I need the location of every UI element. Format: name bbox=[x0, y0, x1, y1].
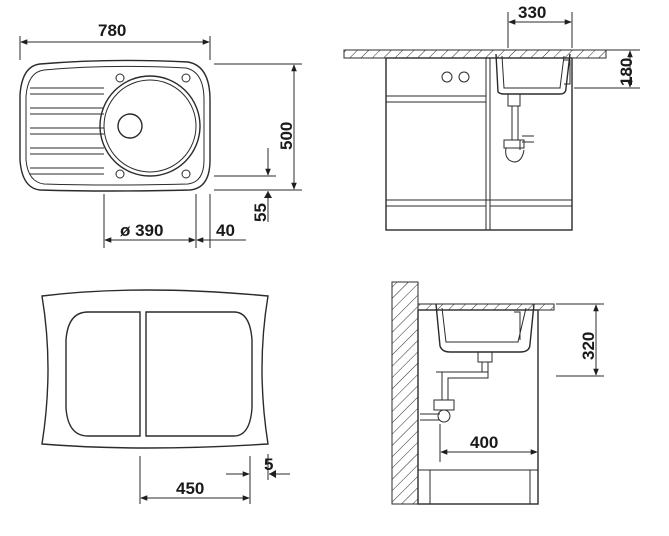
dim-400-label: 400 bbox=[470, 433, 498, 452]
tap-hole bbox=[115, 73, 125, 83]
front-section-view: 330 180 bbox=[343, 3, 640, 231]
tap-hole bbox=[181, 169, 191, 179]
dim-55-label: 55 bbox=[251, 203, 270, 222]
bowl-inner bbox=[103, 79, 197, 173]
dim-330-label: 330 bbox=[518, 3, 546, 22]
bowl-outer bbox=[99, 75, 201, 177]
wall bbox=[391, 281, 419, 505]
drain-hole bbox=[117, 113, 143, 139]
tap-hole bbox=[115, 169, 125, 179]
tap-hole bbox=[181, 73, 191, 83]
cabinet-body bbox=[385, 57, 573, 231]
dim-180-label: 180 bbox=[617, 58, 636, 86]
bowl-section bbox=[495, 53, 571, 95]
dim-40-label: 40 bbox=[216, 221, 235, 240]
sink-outline bbox=[19, 59, 211, 192]
dim-780-label: 780 bbox=[98, 21, 126, 40]
sink-inner-outline bbox=[25, 65, 205, 186]
siphon bbox=[503, 93, 534, 163]
cabinet-wave-outline bbox=[41, 289, 269, 449]
dim-390-label: ø 390 bbox=[120, 221, 163, 240]
bowl-left bbox=[65, 311, 141, 437]
dim-320-label: 320 bbox=[579, 332, 598, 360]
bowl-side-section bbox=[435, 303, 535, 353]
dim-450-label: 450 bbox=[176, 479, 204, 498]
side-section-view: 320 400 bbox=[391, 281, 604, 505]
plan-view: 780 500 55 ø 390 40 bbox=[19, 21, 302, 248]
cabinet-plan-view: 450 5 bbox=[41, 289, 290, 504]
cabinet-side bbox=[417, 309, 539, 505]
countertop bbox=[343, 49, 607, 59]
dim-500-label: 500 bbox=[277, 122, 296, 150]
control-knob bbox=[441, 71, 453, 83]
dim-5-label: 5 bbox=[264, 455, 273, 474]
drainer-ribs bbox=[30, 87, 104, 175]
side-siphon bbox=[420, 351, 493, 423]
control-knob bbox=[458, 71, 470, 83]
bowl-right bbox=[145, 311, 253, 437]
